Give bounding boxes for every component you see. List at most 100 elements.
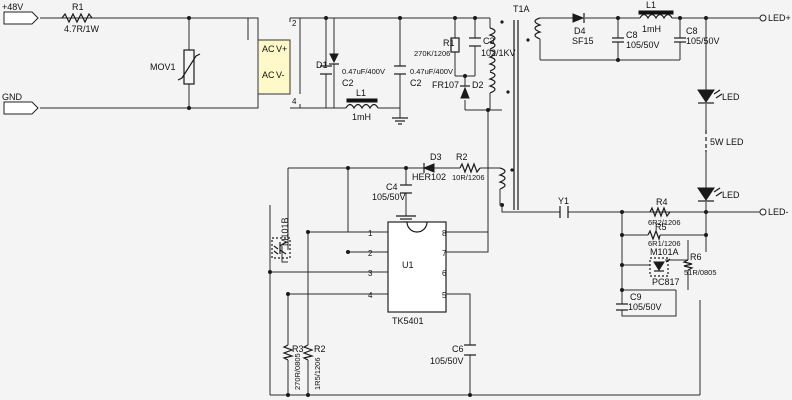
- diode-d3: D3 HER102: [412, 152, 446, 182]
- label-r2-sense: R2: [314, 344, 326, 354]
- bridge-ac1: AC: [262, 44, 275, 54]
- label-c6: C6: [452, 344, 464, 354]
- optocoupler-m101b: M101B: [271, 217, 291, 259]
- label-r4: R4: [656, 197, 668, 207]
- label-r3-value: 270R/0805: [293, 353, 302, 390]
- label-c2-left-value: 0.47uF/400V: [342, 67, 385, 76]
- label-d3: D3: [430, 152, 442, 162]
- label-r4-value: 6R2/1206: [648, 218, 681, 227]
- resistor-r4: R4 6R2/1206: [648, 197, 681, 227]
- capacitor-c3: C3 102/1KV: [469, 36, 516, 58]
- transformer-t1a: T1A: [488, 4, 542, 210]
- label-r3: R3: [292, 344, 304, 354]
- label-c8-second: C8: [686, 26, 698, 36]
- label-c2-left: C2: [342, 78, 354, 88]
- resistor-r1-snubber: R1 270K/1206: [414, 37, 460, 58]
- label-c2-right-value: 0.47uF/400V: [410, 67, 453, 76]
- label-48v: +48V: [2, 2, 23, 12]
- port-48v: +48V: [2, 2, 39, 25]
- label-r6: R6: [690, 252, 702, 262]
- u1-pin-3: 3: [368, 269, 373, 278]
- label-d3-part: HER102: [412, 172, 446, 182]
- ground-symbol-aux: [396, 215, 416, 223]
- u1-pin-4: 4: [368, 291, 373, 300]
- label-c4: C4: [386, 182, 398, 192]
- label-led-minus: LED-: [768, 207, 789, 217]
- diode-d4: D4 SF15: [572, 13, 594, 46]
- capacitor-y1: Y1: [558, 196, 569, 218]
- label-r1-snubber: R1: [443, 38, 455, 48]
- label-c9-value: 105/50V: [628, 302, 662, 312]
- label-c8-second-value: 105/50V: [686, 36, 720, 46]
- capacitor-c2-right: 0.47uF/400V C2: [394, 65, 453, 88]
- label-r1: R1: [72, 2, 84, 12]
- label-c6-value: 105/50V: [430, 356, 464, 366]
- u1-pin-1: 1: [368, 229, 373, 238]
- port-led-minus: LED-: [759, 207, 789, 217]
- label-d1: D1: [316, 60, 328, 70]
- label-l1-input-value: 1mH: [352, 112, 371, 122]
- label-c8-first-value: 105/50V: [626, 40, 660, 50]
- capacitor-c6: C6 105/50V: [430, 344, 476, 366]
- label-led-top: LED: [722, 92, 740, 102]
- label-c3-value: 102/1KV: [481, 48, 516, 58]
- label-r1-value: 4.7R/1W: [64, 24, 100, 34]
- varistor-mov1: MOV1: [150, 49, 201, 85]
- resistor-r1: R1 4.7R/1W: [61, 2, 100, 34]
- inductor-l1-output: L1 1mH: [638, 0, 674, 34]
- label-u1: U1: [402, 260, 414, 270]
- label-r5-value: 6R1/1206: [648, 239, 681, 248]
- u1-pin-6: 6: [442, 269, 447, 278]
- bridge-vplus: V+: [276, 44, 287, 54]
- diode-d1: D1: [316, 53, 339, 70]
- u1-pin-8: 8: [442, 229, 447, 238]
- label-r5: R5: [655, 222, 667, 232]
- u1-pin-5: 5: [442, 291, 447, 300]
- optocoupler-m101a: M101A PC817: [649, 247, 680, 287]
- capacitor-c2-left: 0.47uF/400V C2: [320, 65, 385, 88]
- resistor-r2-aux: R2 10R/1206: [452, 152, 485, 182]
- capacitor-c8-first: C8 105/50V: [612, 30, 660, 50]
- label-r6-value: 51R/0805: [684, 268, 717, 277]
- label-r2-aux-value: 10R/1206: [452, 173, 485, 182]
- label-c4-value: 105/50V: [372, 192, 406, 202]
- label-d2: D2: [472, 80, 484, 90]
- label-c8-first: C8: [626, 30, 638, 40]
- junction-dots: [187, 16, 708, 397]
- label-d4: D4: [574, 26, 586, 36]
- capacitor-c8-second: C8 105/50V: [674, 26, 720, 46]
- ic-u1: U1 TK5401 1 2 3 4 5 6 7 8: [368, 221, 458, 326]
- label-l1-output: L1: [646, 0, 656, 10]
- label-led-bottom: LED: [722, 190, 740, 200]
- inductor-l1-input: L1 1mH: [345, 88, 379, 122]
- ground-symbol-primary: [392, 117, 408, 125]
- label-l1-input: L1: [356, 88, 366, 98]
- label-mov1: MOV1: [150, 62, 176, 72]
- port-led-plus: LED+: [759, 13, 791, 23]
- label-d4-value: SF15: [572, 36, 594, 46]
- label-m101a: M101A: [650, 247, 679, 257]
- bridge-pin-2: 2: [292, 19, 297, 28]
- label-c3: C3: [483, 36, 495, 46]
- resistor-r2-sense: R2 1R5/1206: [302, 344, 326, 390]
- bridge-pin-4: 4: [292, 97, 297, 106]
- led-dash: 5W LED: [705, 130, 744, 152]
- diode-d2: FR107 D2: [432, 80, 484, 99]
- label-led-plus: LED+: [768, 13, 791, 23]
- label-pc817: PC817: [652, 277, 680, 287]
- led-top: LED: [697, 89, 740, 104]
- label-r2-aux: R2: [456, 152, 468, 162]
- bridge-ac2: AC: [262, 70, 275, 80]
- label-d2-part: FR107: [432, 80, 459, 90]
- resistor-r5: R5 6R1/1206: [647, 222, 681, 248]
- label-m101b: M101B: [280, 217, 290, 246]
- label-u1-part: TK5401: [392, 316, 424, 326]
- bridge-rectifier: AC AC V+ V- 2 4: [247, 18, 301, 106]
- resistor-r3: R3 270R/0805: [282, 344, 304, 390]
- label-gnd: GND: [2, 92, 23, 102]
- label-l1-output-value: 1mH: [642, 24, 661, 34]
- label-c9: C9: [630, 292, 642, 302]
- led-bottom: LED: [697, 187, 740, 202]
- label-led-name: 5W LED: [710, 137, 744, 147]
